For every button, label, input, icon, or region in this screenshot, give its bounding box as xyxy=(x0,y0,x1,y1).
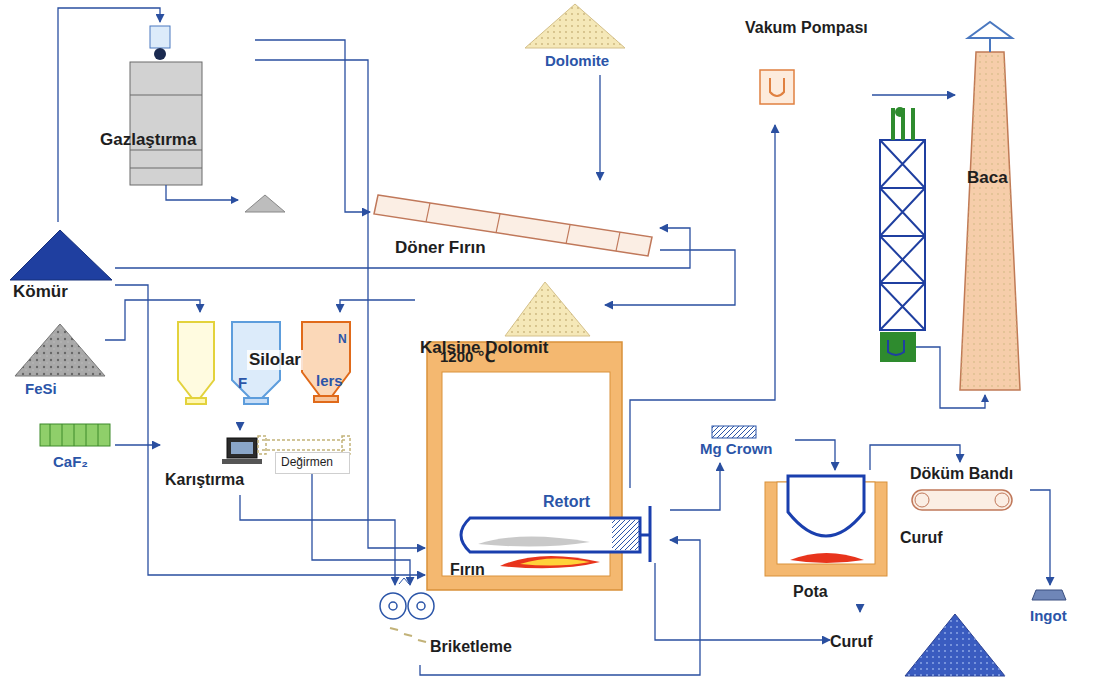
flow-connector xyxy=(630,125,775,488)
retort: Retort xyxy=(445,488,670,563)
material-pallet: CaF₂ xyxy=(35,415,115,480)
node-label: Mg Crown xyxy=(700,440,773,458)
material-pile: FeSi xyxy=(10,318,105,403)
rotary-kiln: Döner Fırın xyxy=(370,180,660,263)
flow-connector xyxy=(605,250,735,305)
coal-pile: Kömür xyxy=(5,222,115,307)
silo-group: Silolar xyxy=(165,312,365,422)
node-label: Fırın xyxy=(450,560,485,579)
mixing-station: Karıştırma xyxy=(160,430,270,495)
node-label: Döner Fırın xyxy=(395,238,486,258)
flow-connector xyxy=(670,463,720,510)
flow-connector xyxy=(115,444,160,445)
part-label: F xyxy=(238,374,247,392)
slag-pile: Curuf xyxy=(830,612,1010,682)
flow-connector xyxy=(795,440,835,470)
node-label: Retort xyxy=(543,492,590,511)
vacuum-pump: Vakum Pompası xyxy=(740,15,872,125)
node-label: Dolomite xyxy=(545,52,609,70)
flow-connector xyxy=(599,75,600,180)
node-label: Baca xyxy=(967,168,1008,188)
flow-connector xyxy=(340,300,415,312)
node-label: 1200 ℃ xyxy=(440,348,496,366)
part-label: Curuf xyxy=(900,528,943,547)
flow-connector xyxy=(872,94,955,95)
node-label: Pota xyxy=(793,582,828,601)
flow-connector xyxy=(105,300,200,340)
part-label: lers xyxy=(316,372,343,390)
crucible: Pota xyxy=(755,470,890,606)
part-label: N xyxy=(338,332,347,346)
gasifier: Gazlaştırma xyxy=(95,22,255,185)
node-label: Döküm Bandı xyxy=(910,464,1013,483)
flow-connector xyxy=(859,606,860,612)
briquetting-press: Briketleme xyxy=(375,585,516,665)
mill: Değirmen xyxy=(275,452,350,474)
ingot: Ingot xyxy=(1020,585,1090,645)
node-label: Curuf xyxy=(830,632,873,651)
flow-connector xyxy=(255,40,370,212)
flow-connector xyxy=(115,228,690,268)
node-label: Vakum Pompası xyxy=(745,18,868,37)
node-label: Kömür xyxy=(13,282,68,302)
flow-connector xyxy=(420,540,700,675)
flow-connector xyxy=(58,8,160,222)
mg-crown: Mg Crown xyxy=(695,418,795,463)
furnace: 1200 ℃ Fırın Retort xyxy=(425,338,685,590)
node-label: Briketleme xyxy=(430,637,512,656)
flow-connector xyxy=(240,495,395,585)
node-label: FeSi xyxy=(25,380,57,398)
node-label: Değirmen xyxy=(279,455,335,469)
casting-belt: Döküm Bandı xyxy=(905,462,1030,517)
flow-connector xyxy=(115,285,425,575)
flow-connector xyxy=(255,60,425,548)
flow-connector xyxy=(239,422,240,430)
flow-connector xyxy=(1030,490,1050,585)
flow-connector xyxy=(655,563,830,640)
chimney: Baca xyxy=(955,20,1030,390)
flow-connector xyxy=(312,474,410,585)
node-label: Silolar xyxy=(247,350,303,370)
material-pile: Dolomite xyxy=(520,0,630,75)
node-label: Karıştırma xyxy=(165,470,244,489)
node-label: Gazlaştırma xyxy=(100,130,196,150)
node-label: CaF₂ xyxy=(53,453,88,471)
node-label: Ingot xyxy=(1030,607,1067,625)
